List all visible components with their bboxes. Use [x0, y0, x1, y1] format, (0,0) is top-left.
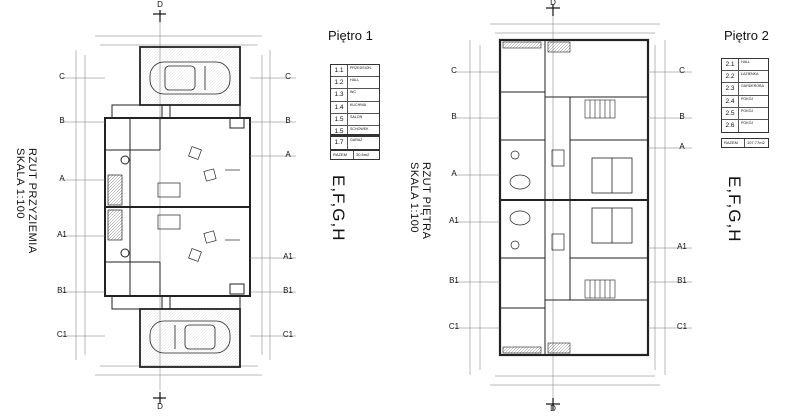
- room-number: 2.2: [722, 71, 739, 83]
- grid-axis-tag: C: [451, 66, 457, 75]
- grid-axis-tag: B1: [57, 286, 67, 295]
- grid-axis-tag: C: [285, 72, 291, 81]
- floor2-sum-value: 107,77m2: [747, 140, 765, 145]
- room-name: PRZEDSION.: [350, 66, 372, 70]
- section-markers: [153, 4, 560, 410]
- room-name: SALON: [350, 114, 363, 119]
- grid-axis-tag: C1: [448, 322, 460, 331]
- floor1-garage-legend: 1.7 GARAŻ: [330, 136, 380, 151]
- room-name: SCHOWEK: [350, 126, 369, 131]
- room-number: 1.5: [331, 125, 348, 139]
- room-number: 1.5: [331, 113, 348, 125]
- room-name: HALL: [741, 60, 750, 64]
- room-number: 1.2: [331, 77, 348, 89]
- grid-axis-tag: C: [679, 66, 685, 75]
- car-bottom-icon: [149, 320, 231, 354]
- grid-axis-tag: A1: [283, 252, 293, 261]
- floor1-title: Piętro 1: [328, 28, 373, 43]
- room-name: KUCHNIA: [350, 102, 367, 107]
- room-number: 1.4: [331, 101, 348, 113]
- floor1-bottom-marker: D: [157, 402, 163, 411]
- floor2-bottom-marker: D: [550, 404, 556, 413]
- floor1-scale-line1: RZUT PRZYZIEMIA: [26, 148, 38, 254]
- floor2-axis-label: E,F,G,H: [725, 176, 744, 243]
- room-number: 2.3: [722, 83, 739, 95]
- room-number: 1.1: [331, 65, 348, 77]
- grid-axis-tag: A: [679, 142, 685, 151]
- grid-axis-tag: C1: [676, 322, 688, 331]
- grid-axis-tag: B1: [449, 276, 459, 285]
- floor1-scale-line2: SKALA 1:100: [14, 148, 26, 219]
- floor1-scale-label: RZUT PRZYZIEMIA SKALA 1:100: [14, 148, 38, 254]
- garage-number: 1.7: [331, 137, 348, 150]
- grid-axis-tag: B1: [677, 276, 687, 285]
- floor2-top-marker: D: [550, 0, 556, 7]
- floor2-sum-label: RAZEM: [722, 139, 745, 147]
- floor1-top-marker: D: [157, 0, 163, 9]
- floor2-legend-sum: RAZEM 107,77m2: [721, 138, 769, 148]
- floor2-scale-line1: RZUT PIĘTRA: [420, 162, 432, 240]
- grid-axis-tag: C1: [56, 330, 68, 339]
- garage-name: GARAŻ: [350, 138, 363, 142]
- grid-axis-tag: B: [451, 112, 457, 121]
- floor1-axis-label: E,F,G,H: [329, 175, 348, 242]
- room-name: POKÓJ: [741, 108, 754, 113]
- room-number: 2.5: [722, 107, 739, 119]
- room-number: 2.4: [722, 95, 739, 107]
- grid-axis-tag: A1: [677, 242, 687, 251]
- garage-sum-value: 30,5m2: [356, 152, 370, 157]
- grid-axis-tag: A: [285, 150, 291, 159]
- floor2-plan: [455, 10, 692, 400]
- floor2-house-body: [498, 38, 650, 357]
- grid-axis-tag: B: [679, 112, 685, 121]
- grid-axis-tag: A: [59, 174, 65, 183]
- grid-axis-tag: B: [285, 116, 291, 125]
- grid-axis-tag: B1: [283, 286, 293, 295]
- room-name: POKÓJ: [741, 120, 754, 125]
- floor1-plan: [62, 20, 296, 390]
- floor2-title: Piętro 2: [724, 28, 769, 43]
- room-number: 1.3: [331, 89, 348, 101]
- car-top-icon: [149, 61, 231, 95]
- grid-axis-tag: A1: [57, 230, 67, 239]
- room-name: WC: [350, 90, 356, 95]
- room-name: ŁAZIENKA: [741, 72, 759, 77]
- floor2-scale-label: RZUT PIĘTRA SKALA 1:100: [408, 162, 432, 239]
- room-number: 2.6: [722, 119, 739, 133]
- floor1-garage-sum: RAZEM 30,5m2: [330, 150, 380, 160]
- grid-axis-tag: B: [59, 116, 65, 125]
- grid-axis-tag: A1: [449, 216, 459, 225]
- garage-sum-label: RAZEM: [331, 151, 354, 159]
- grid-axis-tag: C: [59, 72, 65, 81]
- room-name: HALL: [350, 78, 359, 83]
- room-name: POKÓJ: [741, 96, 754, 101]
- room-number: 2.1: [722, 59, 739, 71]
- grid-axis-tag: A: [451, 169, 457, 178]
- floor2-scale-line2: SKALA 1:100: [408, 162, 420, 233]
- grid-axis-tag: C1: [282, 330, 294, 339]
- floor2-dimension-lines: [469, 10, 666, 400]
- room-name: GARDEROBA: [741, 84, 764, 89]
